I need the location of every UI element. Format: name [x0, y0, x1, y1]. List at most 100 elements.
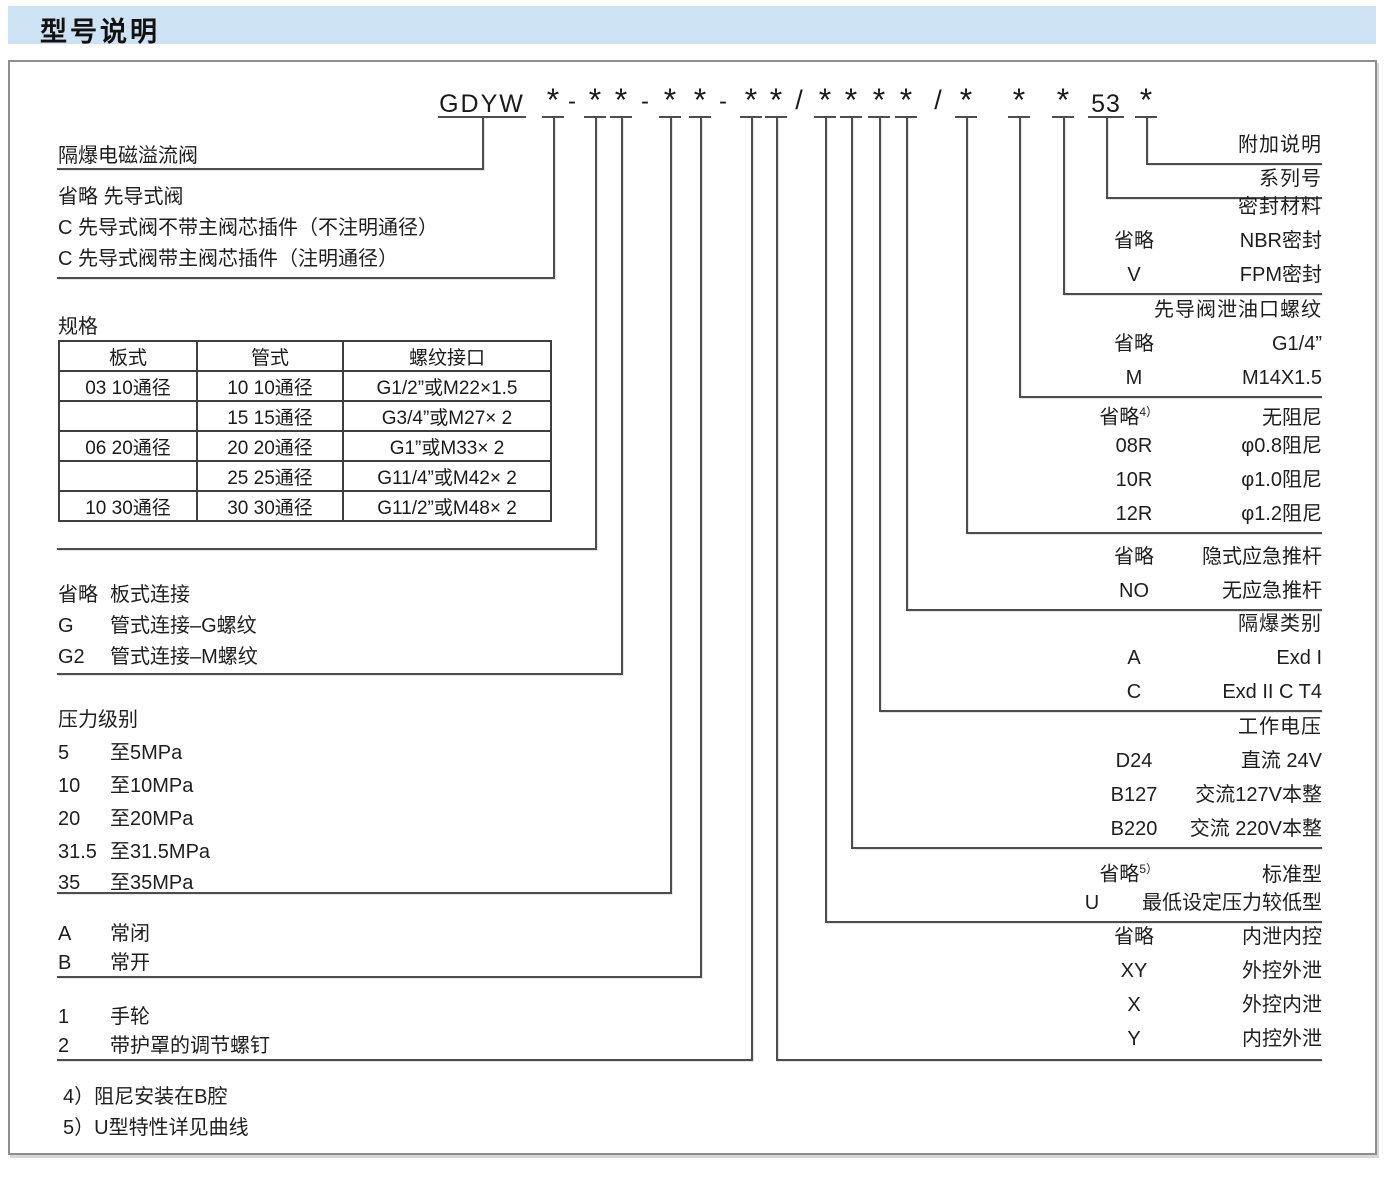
connector-line — [776, 118, 778, 1059]
connection-option: G2 管式连接–M螺纹 — [58, 645, 258, 669]
connector-line — [482, 118, 484, 168]
table-header-row: 板式 管式 螺纹接口 — [58, 340, 552, 372]
code-tick — [542, 116, 564, 118]
table-cell: G1/2”或M22×1.5 — [342, 370, 552, 402]
spec-title: 规格 — [58, 316, 98, 338]
option-code: X — [1127, 994, 1141, 1016]
connector-line — [851, 847, 1322, 849]
code-star: * — [588, 82, 602, 118]
pilot-option: C 先导式阀不带主阀芯插件（不注明通径） — [58, 217, 438, 239]
connector-line — [57, 1059, 753, 1061]
code-dash: - — [568, 88, 576, 115]
option-desc: 常开 — [110, 952, 150, 974]
option-desc: 内泄内控 — [1242, 926, 1322, 948]
option-desc: 手轮 — [110, 1006, 150, 1028]
seal-option: V FPM密封 — [1110, 263, 1322, 287]
code-star: * — [1012, 82, 1026, 118]
option-code: G2 — [58, 646, 85, 668]
option-code: 10 — [58, 775, 81, 797]
option-desc: 无应急推杆 — [1222, 580, 1322, 602]
footnote: 5）U型特性详见曲线 — [63, 1117, 249, 1139]
option-code: A — [1127, 647, 1141, 669]
option-desc: Exd II C T4 — [1222, 681, 1322, 703]
code-dash: - — [719, 88, 727, 115]
option-code: NO — [1119, 580, 1149, 602]
damping-option: 10R φ1.0阻尼 — [1110, 468, 1322, 492]
drain-option: M M14X1.5 — [1110, 366, 1322, 390]
code-slash: / — [795, 85, 803, 115]
pressure-option: 10 至10MPa — [58, 774, 193, 798]
voltage-title: 工作电压 — [1238, 716, 1322, 738]
table-cell — [58, 460, 198, 492]
code-star: * — [959, 82, 973, 118]
exd-option: C Exd II C T4 — [1110, 680, 1322, 704]
code-dash: - — [641, 88, 649, 115]
option-desc: 隐式应急推杆 — [1202, 546, 1322, 568]
table-cell: 10 30通径 — [58, 490, 198, 522]
option-desc: 管式连接–G螺纹 — [110, 615, 257, 637]
table-cell: G3/4”或M27× 2 — [342, 400, 552, 432]
connector-line — [57, 892, 672, 894]
code-tick — [689, 116, 711, 118]
table-row: 03 10通径 10 10通径 G1/2”或M22×1.5 — [58, 370, 552, 402]
table-cell: 30 30通径 — [196, 490, 344, 522]
code-tick — [840, 116, 862, 118]
option-desc: 交流127V本整 — [1195, 784, 1322, 806]
damping-option: 08R φ0.8阻尼 — [1110, 434, 1322, 458]
option-desc: G1/4” — [1271, 333, 1322, 355]
footnote: 4）阻尼安装在B腔 — [63, 1086, 228, 1108]
option-desc: 直流 24V — [1240, 750, 1322, 772]
adjust-option: 1 手轮 — [58, 1005, 150, 1029]
table-cell: 10 10通径 — [196, 370, 344, 402]
option-code: G — [58, 615, 74, 637]
connector-line — [1106, 197, 1322, 199]
connector-line — [879, 710, 1322, 712]
model-code-series: 53 — [1091, 90, 1121, 118]
option-code: XY — [1120, 960, 1148, 982]
pilot-option: 省略 先导式阀 — [58, 186, 184, 208]
connector-line — [57, 168, 484, 170]
connector-line — [825, 921, 1322, 923]
code-star: * — [769, 82, 783, 118]
option-desc: 至5MPa — [110, 742, 183, 764]
column-header: 螺纹接口 — [342, 340, 552, 372]
seal-option: 省略 NBR密封 — [1110, 229, 1322, 253]
code-tick — [438, 116, 526, 118]
connector-line — [776, 1059, 1322, 1061]
section-header-bar: 型号说明 — [8, 6, 1376, 47]
connector-line — [57, 976, 702, 978]
code-star: * — [872, 82, 886, 118]
option-code: B — [58, 952, 72, 974]
code-tick — [868, 116, 890, 118]
option-code: 省略 — [58, 584, 98, 606]
code-star: * — [693, 82, 707, 118]
option-code: 省略 — [1114, 333, 1154, 355]
connector-line — [825, 118, 827, 921]
option-code: 1 — [58, 1006, 70, 1028]
code-tick — [1135, 116, 1157, 118]
option-desc: 管式连接–M螺纹 — [110, 646, 258, 668]
control-option: XY 外控外泄 — [1110, 959, 1322, 983]
connector-line — [595, 118, 597, 548]
table-row: 25 25通径 G11/4”或M42× 2 — [58, 460, 552, 492]
column-header: 管式 — [196, 340, 344, 372]
option-code: B220 — [1110, 818, 1158, 840]
pushrod-option: 省略 隐式应急推杆 — [1110, 545, 1322, 569]
table-cell: 03 10通径 — [58, 370, 198, 402]
drain-option: 省略 G1/4” — [1110, 332, 1322, 356]
option-code: U — [1084, 892, 1100, 914]
option-desc: 标准型 — [1262, 863, 1322, 886]
seal-title: 密封材料 — [1238, 196, 1322, 218]
column-header: 板式 — [58, 340, 198, 372]
table-cell: 06 20通径 — [58, 430, 198, 462]
option-desc: φ1.0阻尼 — [1241, 469, 1322, 491]
damping-option: 12R φ1.2阻尼 — [1110, 502, 1322, 526]
option-code: V — [1127, 264, 1141, 286]
option-desc: NBR密封 — [1239, 230, 1322, 252]
spec-table: 板式 管式 螺纹接口 03 10通径 10 10通径 G1/2”或M22×1.5… — [58, 340, 552, 522]
pilot-option: C 先导式阀带主阀芯插件（注明通径） — [58, 248, 398, 270]
adjust-option: 2 带护罩的调节螺钉 — [58, 1034, 270, 1058]
code-tick — [955, 116, 977, 118]
diagram-frame — [8, 60, 1377, 1155]
connector-line — [700, 118, 702, 976]
